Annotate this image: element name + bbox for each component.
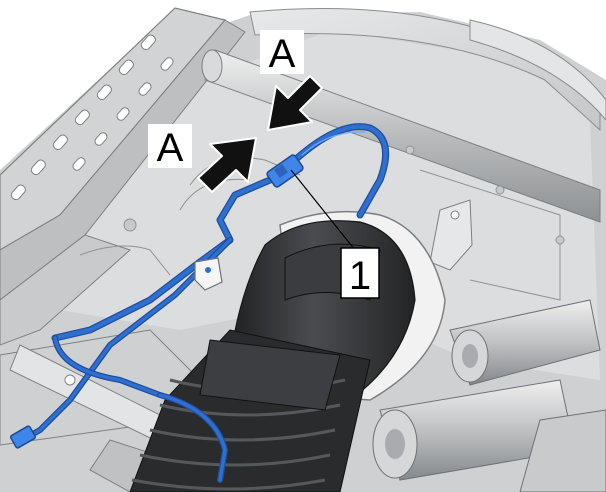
- callout-label-a-lower: A: [148, 124, 192, 170]
- callout-a-upper-text: A: [269, 32, 296, 76]
- callout-1-text: 1: [349, 254, 371, 298]
- harness-clip: [194, 257, 223, 291]
- upper-frame-rail: [249, 7, 606, 132]
- right-bracket: [429, 199, 473, 271]
- callout-1-leader-line: [290, 169, 356, 251]
- frame-slots: [10, 34, 174, 201]
- view-arrow-upper: [267, 75, 323, 131]
- callout-label-1: 1: [340, 247, 380, 299]
- adjuster-motor-lower: [372, 379, 606, 492]
- view-arrow-lower: [197, 137, 257, 193]
- wiring-harness: [19, 123, 390, 483]
- left-side-member: [0, 7, 246, 346]
- harness-end-connector: [9, 425, 37, 449]
- callout-a-lower-text: A: [157, 126, 184, 170]
- harness-connector-a: [266, 154, 304, 188]
- adjuster-motor-upper: [449, 299, 601, 386]
- callout-label-a-upper: A: [260, 30, 304, 76]
